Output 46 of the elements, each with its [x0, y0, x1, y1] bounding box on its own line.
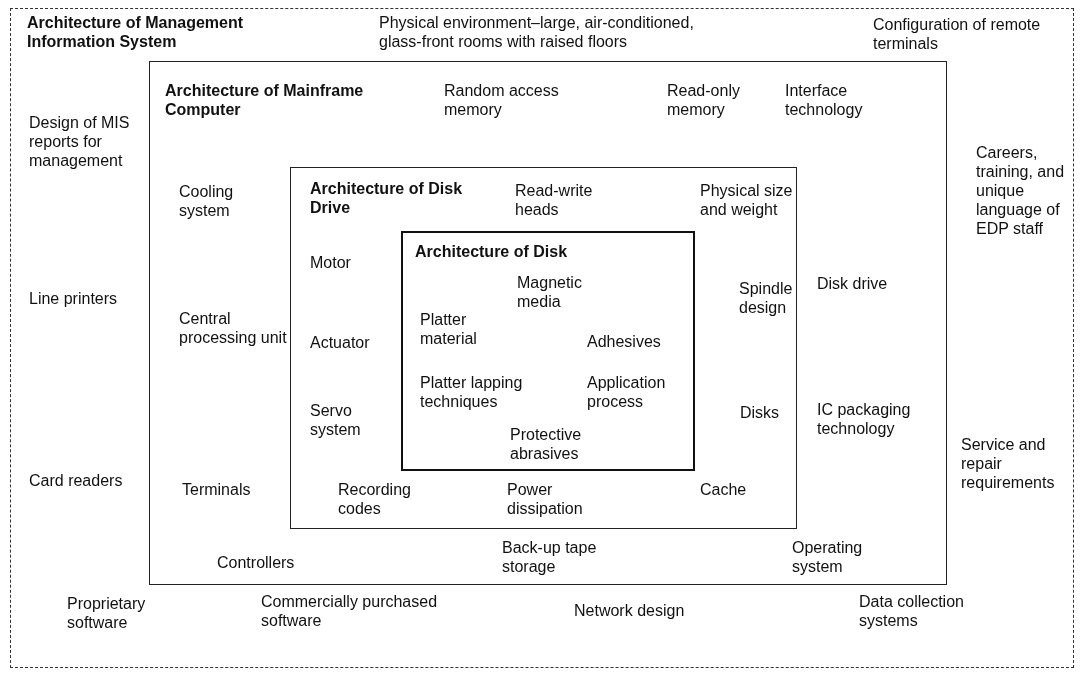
item-label: Disk drive [817, 274, 889, 293]
item-label: Platter material [420, 310, 478, 348]
nested-box [401, 231, 695, 471]
item-label: Disks [740, 403, 781, 422]
item-label: Interface technology [785, 81, 864, 119]
item-label: Commercially purchased software [261, 592, 439, 630]
item-label: Cooling system [179, 182, 235, 220]
item-label: Operating system [792, 538, 864, 576]
item-label: Spindle design [739, 279, 794, 317]
item-label: Proprietary software [67, 594, 147, 632]
box-heading: Architecture of Disk [415, 242, 569, 261]
item-label: Power dissipation [507, 480, 584, 518]
item-label: IC packaging technology [817, 400, 912, 438]
box-heading: Architecture of Mainframe Computer [165, 81, 365, 119]
item-label: Read-only memory [667, 81, 741, 119]
item-label: Data collection systems [859, 592, 965, 630]
nested-box [290, 167, 797, 529]
item-label: Actuator [310, 333, 371, 352]
item-label: Physical size and weight [700, 181, 794, 219]
item-label: Random access memory [444, 81, 560, 119]
item-label: Controllers [217, 553, 296, 572]
box-heading: Architecture of Disk Drive [310, 179, 464, 217]
nested-box [149, 61, 947, 585]
item-label: Network design [574, 601, 686, 620]
item-label: Terminals [182, 480, 252, 499]
item-label: Card readers [29, 471, 124, 490]
item-label: Application process [587, 373, 667, 411]
item-label: Line printers [29, 289, 119, 308]
item-label: Recording codes [338, 480, 412, 518]
item-label: Platter lapping techniques [420, 373, 524, 411]
item-label: Protective abrasives [510, 425, 583, 463]
item-label: Back-up tape storage [502, 538, 598, 576]
item-label: Configuration of remote terminals [873, 15, 1042, 53]
item-label: Design of MIS reports for management [29, 113, 131, 170]
box-heading: Architecture of Management Information System [27, 13, 245, 51]
item-label: Careers, training, and unique language of EDP staff [976, 143, 1066, 238]
item-label: Central processing unit [179, 309, 288, 347]
item-label: Adhesives [587, 332, 662, 351]
item-label: Motor [310, 253, 352, 272]
item-label: Read-write heads [515, 181, 594, 219]
item-label: Service and repair requirements [961, 435, 1056, 492]
item-label: Servo system [310, 401, 362, 439]
dashed-frame [10, 8, 1074, 668]
item-label: Physical environment–large, air-conditioned, glass-front rooms with raised floors [379, 13, 695, 51]
item-label: Magnetic media [517, 273, 583, 311]
item-label: Cache [700, 480, 748, 499]
